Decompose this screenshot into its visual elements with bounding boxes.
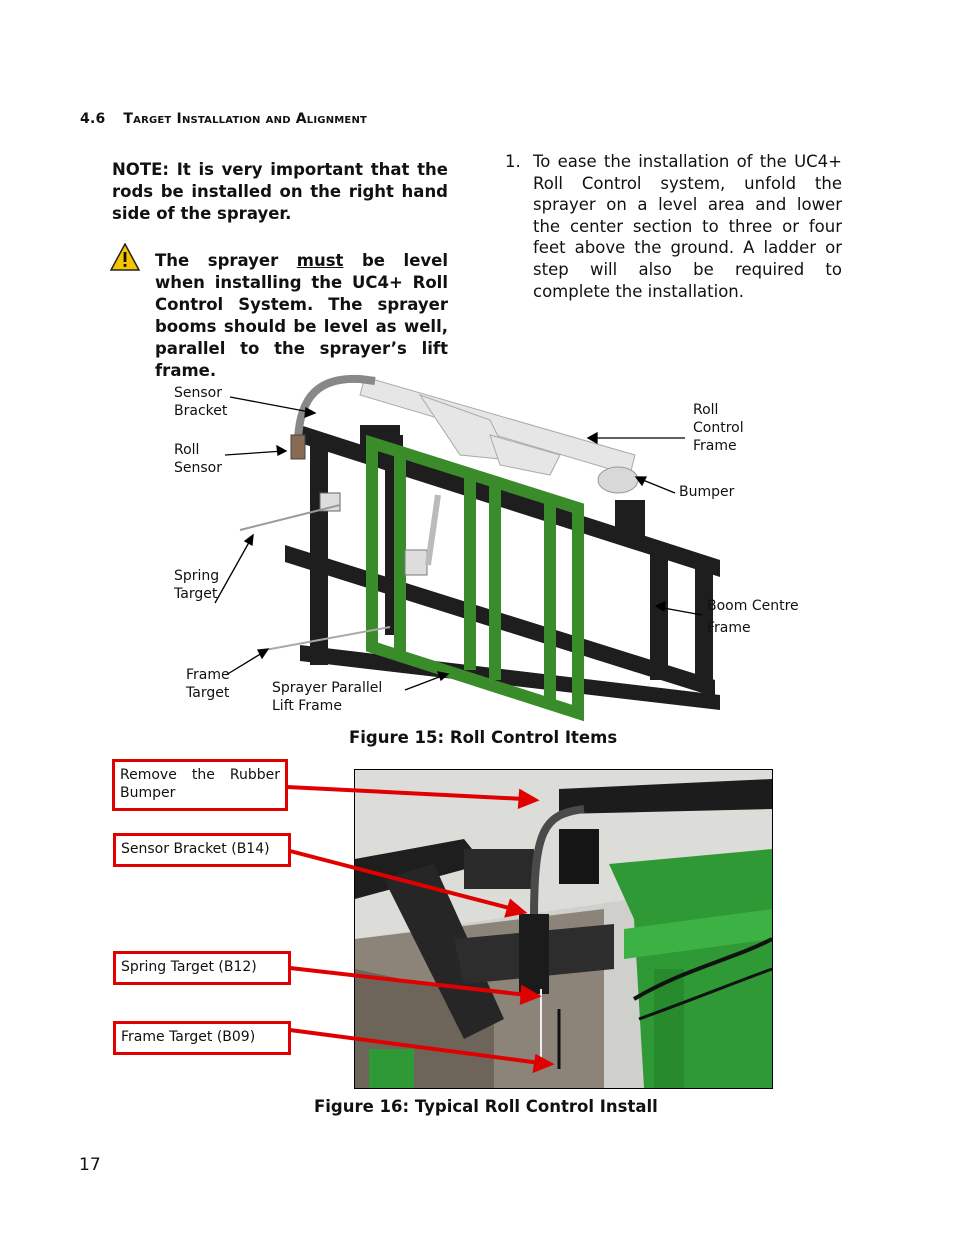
callout-sensor-bracket: Sensor Bracket (B14) bbox=[113, 833, 291, 867]
warning-paragraph: The sprayer must be level when installin… bbox=[155, 250, 448, 382]
sensor-bracket-shape bbox=[294, 374, 376, 441]
warning-text-end: be level when installing the UC4+ Roll C… bbox=[155, 251, 448, 380]
warning-emphasis: must bbox=[296, 251, 344, 270]
label-bumper: Bumper bbox=[679, 484, 735, 500]
figure15-caption: Figure 15: Roll Control Items bbox=[349, 728, 618, 747]
callout-frame-target: Frame Target (B09) bbox=[113, 1021, 291, 1055]
roll-sensor-shape bbox=[290, 434, 306, 460]
label-parallel-lift-frame: Sprayer Parallel Lift Frame bbox=[272, 680, 383, 714]
step-text: To ease the installation of the UC4+ Rol… bbox=[533, 152, 842, 301]
label-roll-control-frame: Roll Control Frame bbox=[693, 402, 744, 454]
label-sensor-bracket: Sensor Bracket bbox=[174, 385, 228, 419]
section-heading: 4.6 Target Installation and Alignment bbox=[80, 111, 367, 127]
section-title: Target Installation and Alignment bbox=[123, 111, 368, 127]
callout-spring-target: Spring Target (B12) bbox=[113, 951, 291, 985]
page-number: 17 bbox=[79, 1155, 101, 1175]
warning-text-start: The sprayer bbox=[155, 251, 297, 270]
section-number: 4.6 bbox=[80, 111, 106, 127]
figure16-caption: Figure 16: Typical Roll Control Install bbox=[314, 1097, 658, 1116]
label-spring-target: Spring Target bbox=[174, 568, 220, 602]
step-number: 1. bbox=[505, 152, 521, 171]
label-frame-target: Frame Target bbox=[186, 667, 230, 701]
label-roll-sensor: Roll Sensor bbox=[174, 442, 222, 476]
install-photo bbox=[354, 769, 773, 1089]
parallel-lift-frame bbox=[366, 434, 584, 722]
label-boom-centre-frame: Boom Centre Frame bbox=[707, 598, 799, 636]
note-paragraph: NOTE: It is very important that the rods… bbox=[112, 160, 448, 223]
roll-control-frame bbox=[359, 376, 636, 476]
warning-triangle-icon bbox=[110, 243, 140, 271]
callout-remove-bumper: Remove the Rubber Bumper bbox=[112, 759, 288, 811]
roll-control-diagram bbox=[214, 374, 720, 722]
